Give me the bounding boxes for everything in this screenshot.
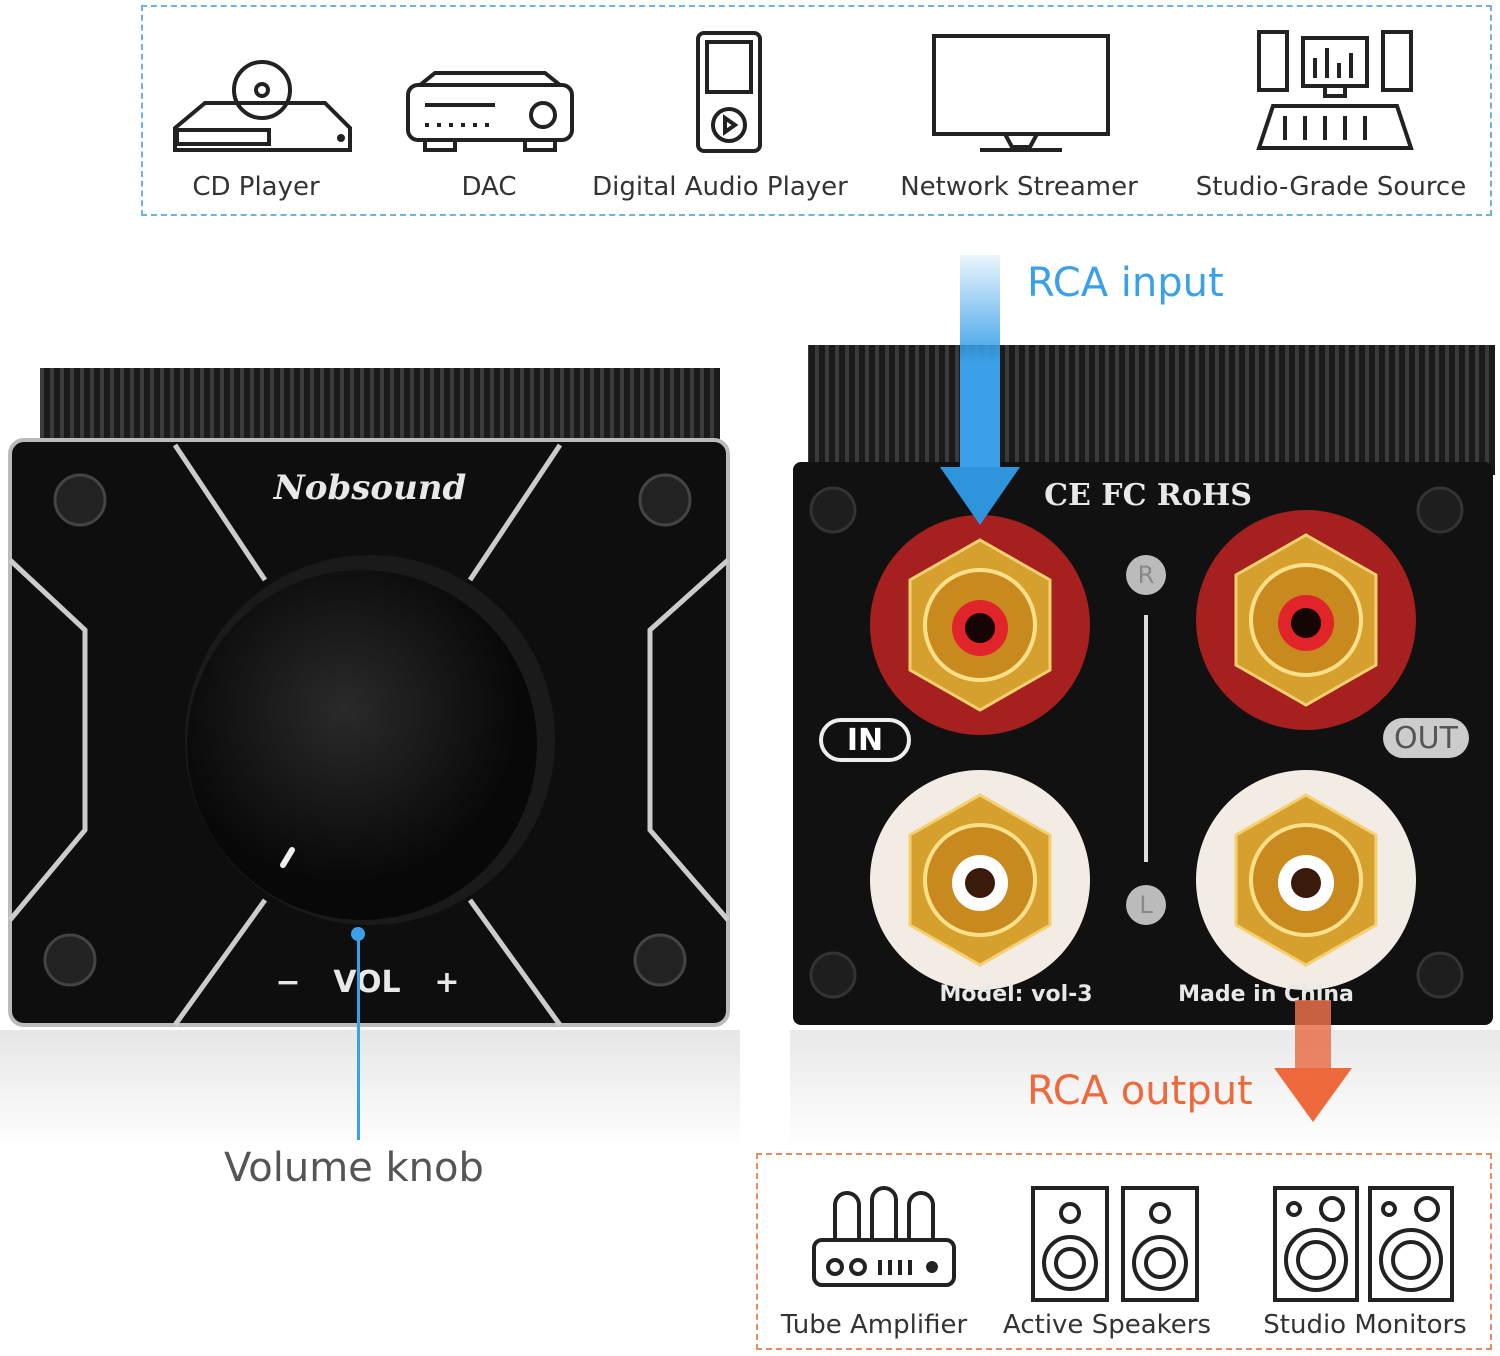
tube-amp-icon	[812, 1186, 956, 1287]
cd-player-icon	[173, 60, 352, 152]
callout-dot	[351, 927, 365, 941]
vol-label: VOL	[333, 965, 401, 1000]
rca-output-label: RCA output	[1027, 1068, 1253, 1114]
reflection	[0, 1030, 740, 1150]
input-arrow-icon	[940, 255, 1020, 525]
out-label: OUT	[1394, 721, 1458, 756]
brand-logo: Nobsound	[273, 468, 467, 508]
monitor-icon	[932, 34, 1110, 152]
studio-monitors-icon	[1273, 1186, 1454, 1302]
source-label: DAC	[461, 172, 517, 202]
outputs-box	[756, 1153, 1492, 1350]
audio-player-icon	[696, 31, 762, 153]
dac-icon	[406, 71, 574, 152]
output-arrow-icon	[1274, 1000, 1352, 1122]
source-label: Network Streamer	[900, 172, 1138, 202]
output-label: Active Speakers	[1003, 1310, 1211, 1340]
vol-minus-label: −	[275, 965, 301, 1000]
certification-marks: CE FC RoHS	[1044, 478, 1252, 513]
source-label: CD Player	[192, 172, 320, 202]
volume-knob-label: Volume knob	[224, 1145, 484, 1191]
output-label: Tube Amplifier	[780, 1310, 968, 1340]
vol-plus-label: +	[434, 965, 460, 1000]
sources-box	[141, 5, 1492, 216]
callout-line	[357, 933, 360, 1140]
right-channel-label: R	[1137, 561, 1155, 589]
left-channel-label: L	[1139, 891, 1153, 919]
front-device	[8, 368, 730, 1027]
source-label: Studio-Grade Source	[1195, 172, 1467, 202]
rear-device	[793, 345, 1495, 1025]
studio-console-icon	[1256, 30, 1414, 150]
in-label: IN	[846, 723, 884, 758]
model-text: Model: vol-3	[939, 982, 1093, 1007]
speakers-icon	[1031, 1186, 1199, 1302]
output-label: Studio Monitors	[1263, 1310, 1467, 1340]
source-label: Digital Audio Player	[592, 172, 848, 202]
reflection	[790, 1030, 1500, 1150]
rca-input-label: RCA input	[1027, 260, 1224, 306]
